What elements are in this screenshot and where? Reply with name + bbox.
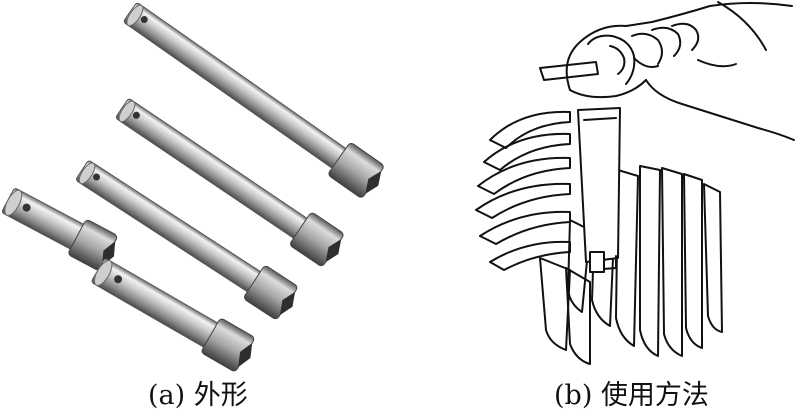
panel-a-appearance: (a) 外形 (1, 2, 384, 411)
wrench-in-use (577, 107, 621, 273)
caption-b: (b) 使用方法 (554, 380, 709, 411)
tommy-bar (539, 61, 599, 81)
cylinder-fins-left (475, 110, 571, 271)
caption-a: (a) 外形 (148, 380, 248, 411)
wrench-short-bottom (91, 258, 255, 372)
wrench-short-left (1, 188, 118, 271)
panel-b-usage: (b) 使用方法 (420, 0, 809, 417)
cylinder-fins-right (539, 165, 723, 365)
wrench-long (123, 2, 384, 198)
hand-illustration (565, 1, 795, 141)
usage-illustration (475, 1, 795, 365)
wrench-medium-1 (115, 98, 344, 267)
wrench-set-image (1, 2, 384, 372)
wrench-medium-2 (76, 160, 298, 320)
